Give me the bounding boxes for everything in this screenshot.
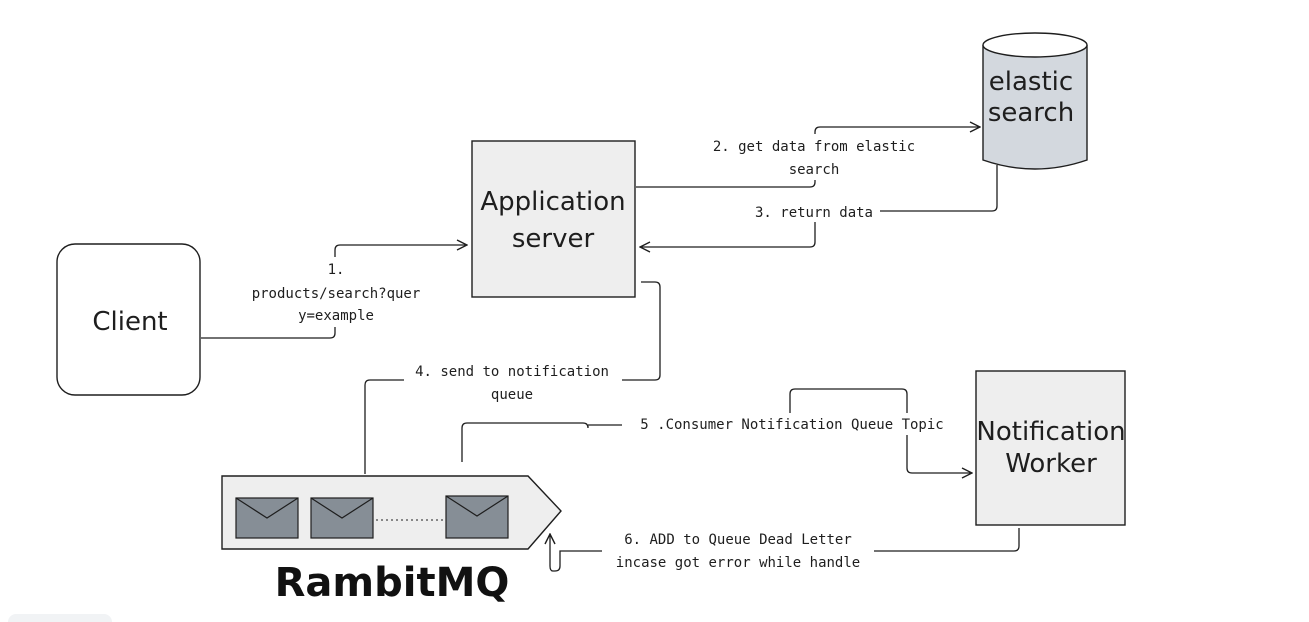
svg-text:6. ADD to Queue Dead Letter: 6. ADD to Queue Dead Letter — [624, 532, 852, 548]
edge-queue-to-worker — [461, 388, 972, 473]
elastic-search-label-2: search — [988, 98, 1074, 128]
message-envelope-icon — [445, 495, 509, 539]
corner-chip — [8, 614, 112, 622]
elastic-search-label-1: elastic — [989, 67, 1073, 97]
edge-label-5: 5 .Consumer Notification Queue Topic — [622, 413, 962, 435]
svg-text:3. return data: 3. return data — [755, 205, 873, 221]
edge-worker-to-dead-letter — [550, 528, 1020, 572]
notification-worker-label-2: Worker — [1005, 449, 1097, 479]
svg-text:y=example: y=example — [298, 308, 374, 324]
application-server-label-2: server — [512, 224, 595, 254]
application-server-node[interactable]: Application server — [471, 140, 636, 298]
rabbitmq-queue-node[interactable]: RambitMQ — [221, 475, 562, 606]
message-envelope-icon — [310, 497, 374, 539]
svg-text:incase got error while handle: incase got error while handle — [616, 555, 860, 571]
svg-text:queue: queue — [491, 387, 533, 403]
notification-worker-node[interactable]: Notification Worker — [975, 370, 1126, 526]
edge-label-3: 3. return data — [744, 202, 880, 222]
edge-label-1: 1. products/search?quer y=example — [236, 257, 436, 327]
edge-label-6: 6. ADD to Queue Dead Letter incase got e… — [602, 527, 874, 573]
edge-label-2: 2. get data from elastic search — [700, 134, 928, 180]
rabbitmq-title: RambitMQ — [275, 560, 510, 606]
svg-text:products/search?quer: products/search?quer — [252, 286, 421, 302]
svg-text:1.: 1. — [328, 262, 345, 278]
edge-label-4: 4. send to notification queue — [404, 360, 622, 404]
client-label: Client — [92, 307, 167, 337]
elastic-search-node[interactable]: elastic search — [982, 32, 1088, 170]
message-envelope-icon — [235, 497, 299, 539]
svg-text:5 .Consumer Notification Queue: 5 .Consumer Notification Queue Topic — [640, 417, 943, 433]
svg-text:2. get data from elastic: 2. get data from elastic — [713, 139, 915, 155]
client-node[interactable]: Client — [56, 243, 201, 396]
edge-app-server-to-queue — [364, 281, 661, 474]
application-server-label-1: Application — [480, 187, 625, 217]
svg-text:search: search — [789, 162, 840, 178]
svg-text:4. send to notification: 4. send to notification — [415, 364, 609, 380]
notification-worker-label-1: Notification — [976, 417, 1125, 447]
